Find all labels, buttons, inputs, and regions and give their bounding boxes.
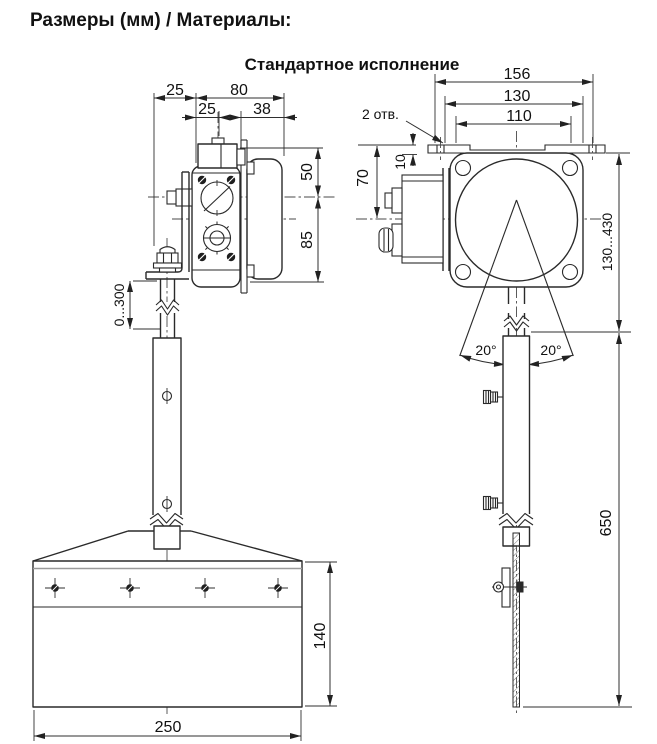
dim-label-156: 156 xyxy=(504,66,531,83)
angle-label-right: 20° xyxy=(540,342,561,358)
paddle-front xyxy=(32,525,303,708)
body-corner-bolts xyxy=(197,175,236,262)
set-screw-upper xyxy=(482,389,503,405)
dim-label-50: 50 xyxy=(299,163,316,181)
dim-label-10: 10 xyxy=(392,154,408,170)
dial-indicator xyxy=(200,180,234,216)
right-view-dimensions: 156 130 110 2 отв. 10 70 130...430 650 xyxy=(355,66,632,708)
angle-label-left: 20° xyxy=(475,342,496,358)
dim-label-70: 70 xyxy=(355,169,372,187)
mount-nut xyxy=(166,190,177,205)
left-view-side: 25 80 25 38 50 85 0...300 140 xyxy=(32,82,337,741)
cover-bolt-bottom xyxy=(246,264,255,278)
clamp-nut xyxy=(516,581,524,593)
dim-label-650: 650 xyxy=(598,510,615,537)
rod-nut-stack xyxy=(152,246,183,273)
cap xyxy=(197,143,238,169)
dim-label-250: 250 xyxy=(155,719,182,736)
round-housing xyxy=(449,152,584,288)
dim-label-85: 85 xyxy=(299,231,316,249)
switch-box-front xyxy=(378,168,450,271)
cap-tab xyxy=(236,148,246,166)
page-title: Размеры (мм) / Материалы: xyxy=(30,10,292,31)
cover-side xyxy=(246,158,283,280)
bracket xyxy=(145,171,190,280)
dim-label-140: 140 xyxy=(312,623,329,650)
cover-bolt-top xyxy=(246,161,255,175)
drawing-subtitle: Стандартное исполнение xyxy=(245,55,460,74)
dim-label-38: 38 xyxy=(253,101,271,118)
cable-gland xyxy=(378,227,394,253)
rod-sleeve xyxy=(149,337,184,530)
dim-label-25-top: 25 xyxy=(166,82,184,99)
dim-label-110: 110 xyxy=(506,108,532,125)
gland-boss-upper xyxy=(391,187,403,214)
pendulum-swing: 20° 20° xyxy=(459,199,574,367)
paddle-bolts xyxy=(45,578,288,598)
dim-label-rod-adjust: 0...300 xyxy=(111,283,127,326)
plate-slot-right xyxy=(588,137,597,160)
gland-boss xyxy=(202,221,232,255)
paddle-edge xyxy=(492,532,527,708)
dim-label-25-inner: 25 xyxy=(198,101,216,118)
holes-count-label: 2 отв. xyxy=(362,106,399,122)
dim-label-adjust-range: 130...430 xyxy=(599,213,615,272)
set-screw-lower xyxy=(482,495,503,511)
paddle-hub xyxy=(153,525,181,550)
sleeve-front xyxy=(502,335,531,518)
rod-front xyxy=(482,287,534,547)
dim-label-80: 80 xyxy=(230,82,248,99)
right-view-front: 20° 20° xyxy=(355,66,632,714)
clamp-washer xyxy=(492,581,505,593)
dim-label-130: 130 xyxy=(504,88,531,105)
threaded-rod xyxy=(155,279,180,338)
gland-cap-upper xyxy=(384,192,393,209)
left-view-dimensions: 25 80 25 38 50 85 0...300 140 xyxy=(33,82,337,741)
cap-knob xyxy=(211,137,225,145)
